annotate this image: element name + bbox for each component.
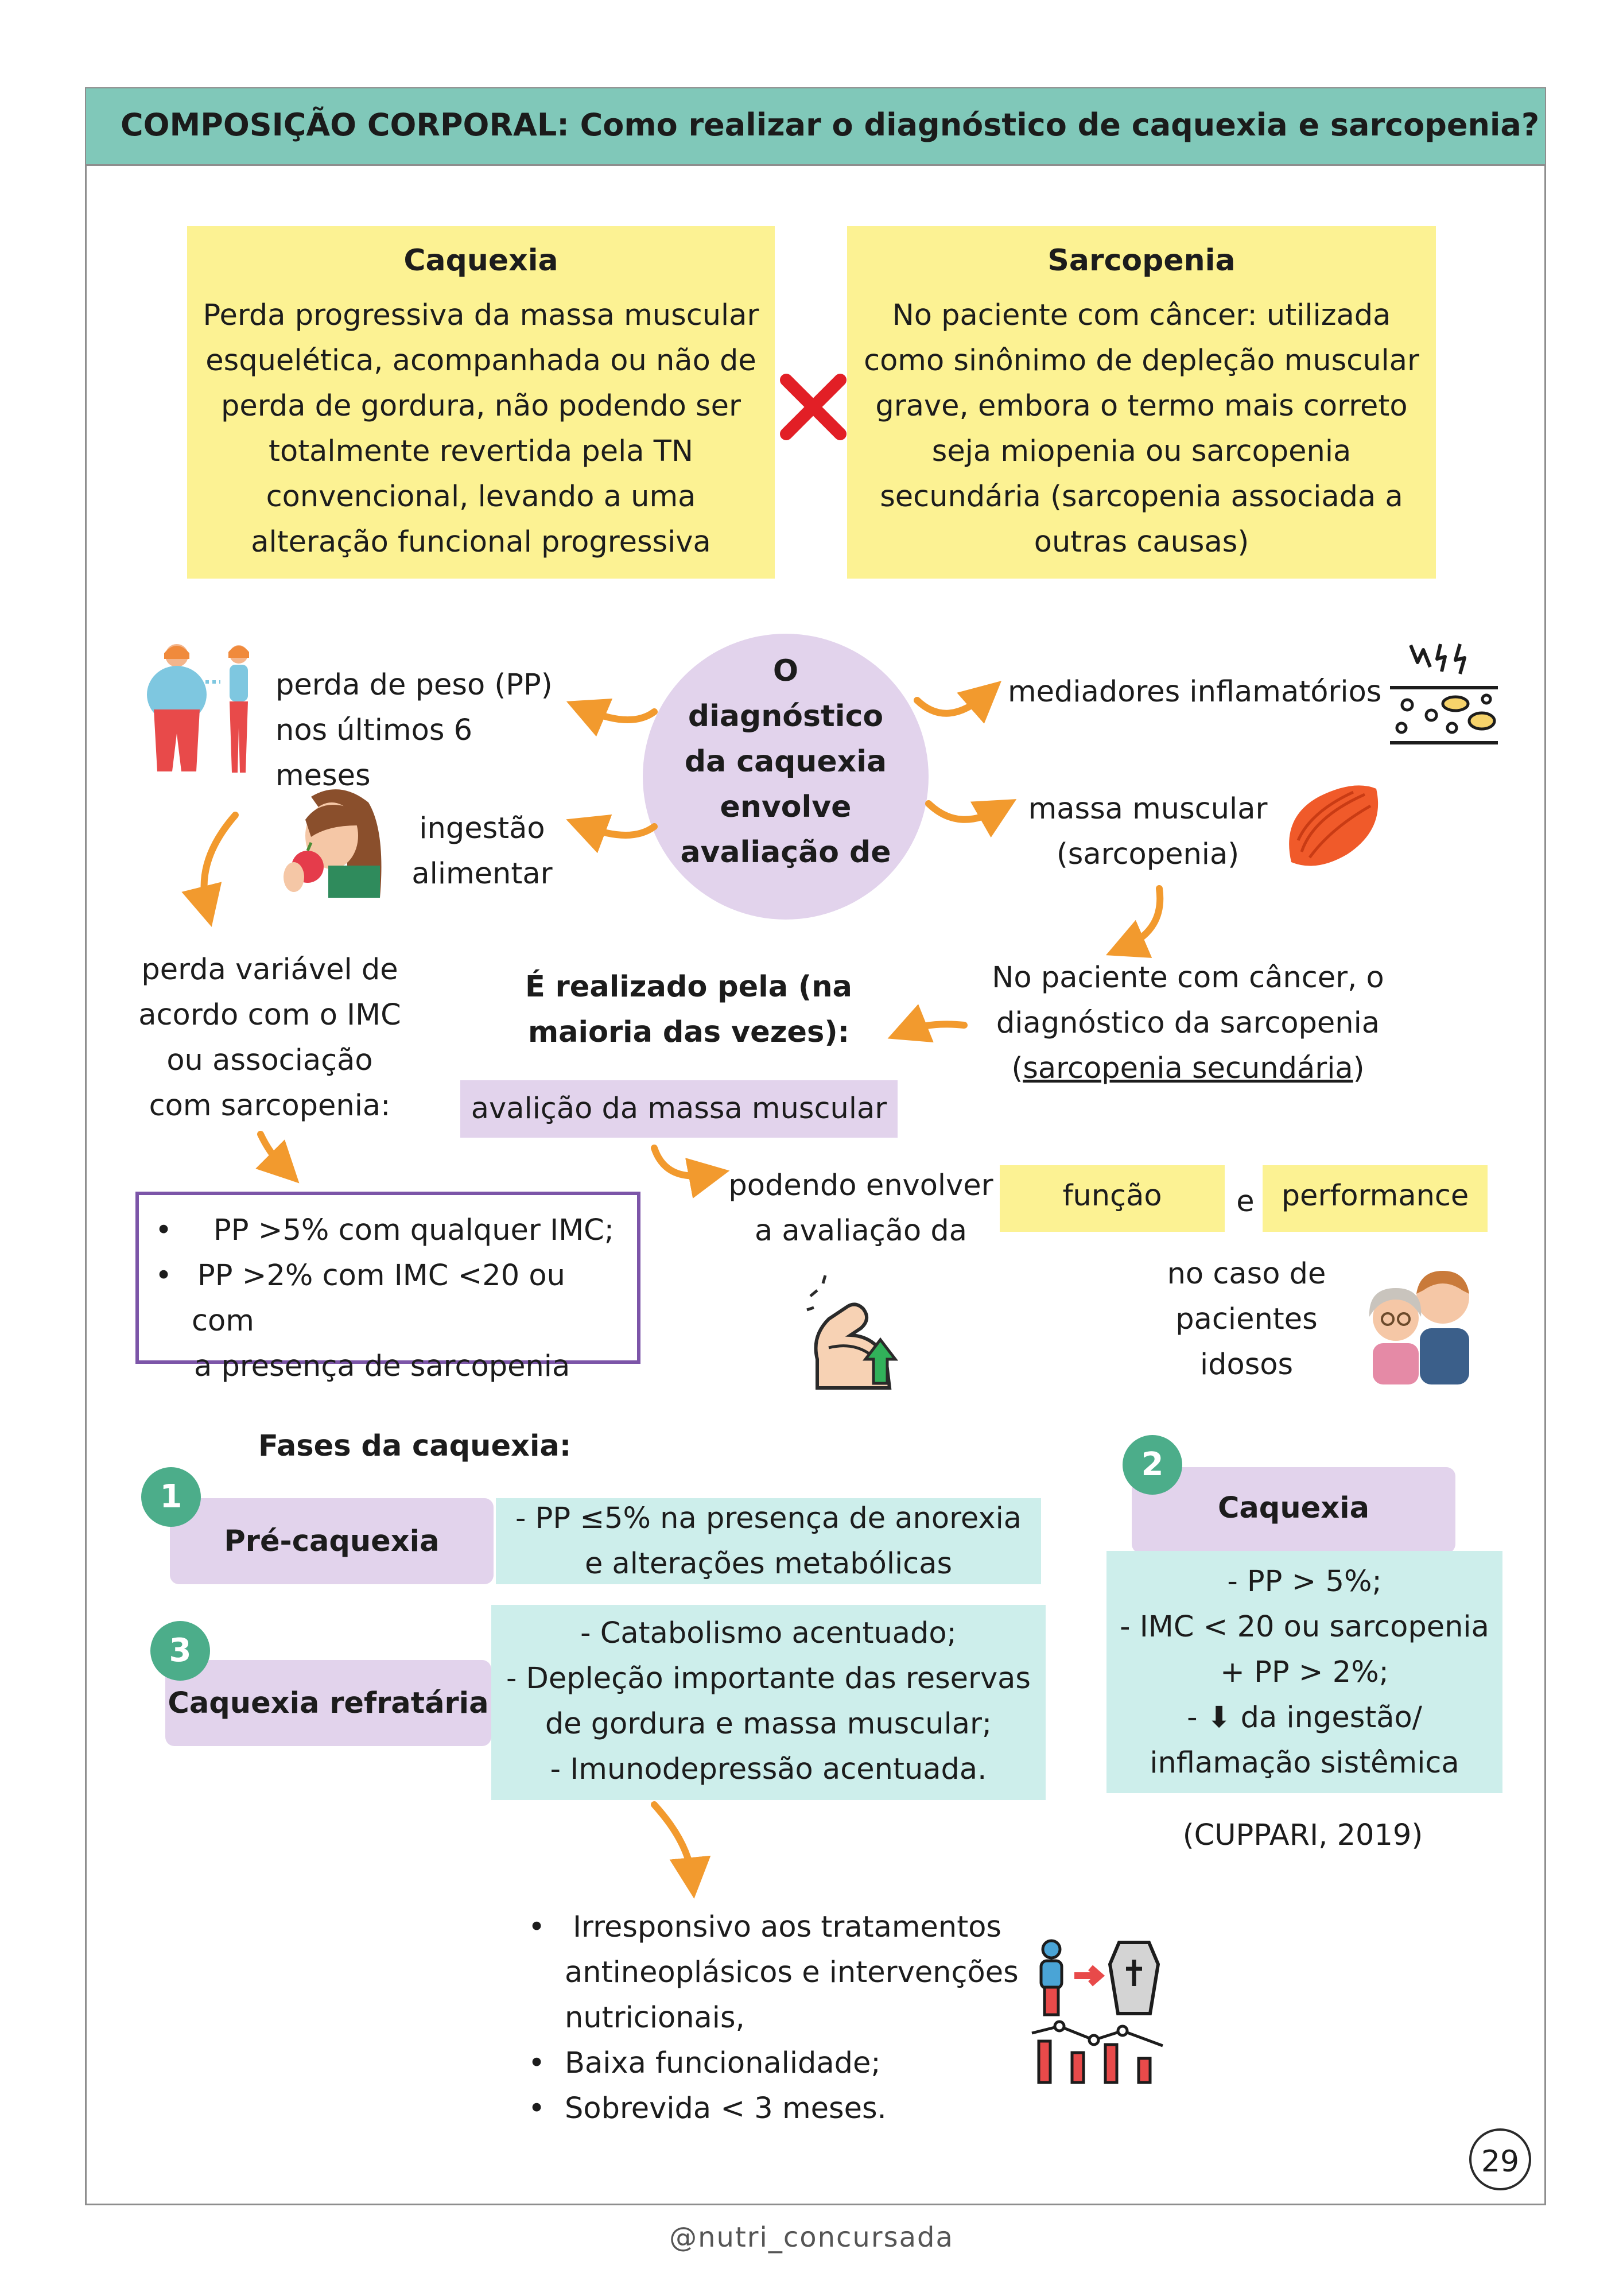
- girl-eating-apple-icon: [284, 789, 382, 898]
- phases-title: Fases da caquexia:: [258, 1429, 572, 1463]
- arrow-variable-to-criteria: [255, 1131, 300, 1184]
- refractory-bullet-list: •Irresponsivo aos tratamentos antineoplá…: [517, 1905, 1033, 2131]
- refractory-cachexia-details-box: [491, 1605, 1046, 1800]
- criteria-list: •PP >5% com qualquer IMC; •PP >2% com IM…: [143, 1208, 637, 1389]
- food-intake-text: ingestão alimentar: [411, 812, 553, 891]
- cachexia-details-box: [1106, 1551, 1502, 1793]
- reference-citation: (CUPPARI, 2019): [1182, 1818, 1423, 1852]
- sarcopenia-definition-box: [847, 226, 1436, 579]
- muscle-mass-text: massa muscular (sarcopenia): [1028, 792, 1268, 871]
- refractory-cachexia-details: - Catabolismo acentuado; - Depleção impo…: [506, 1616, 1031, 1786]
- declining-chart-icon: [1031, 2020, 1163, 2084]
- x-mark-icon: [780, 374, 847, 440]
- weight-loss-text: perda de peso (PP) nos últimos 6 meses: [275, 668, 553, 793]
- caquexia-definition-box: [187, 226, 775, 579]
- performance-text: performance: [1281, 1179, 1469, 1213]
- function-text: função: [1062, 1179, 1162, 1213]
- muscle-evaluation-box: [460, 1080, 898, 1138]
- arrow-refractory-to-bullets: [651, 1801, 711, 1899]
- person-to-coffin-icon: [1039, 1939, 1160, 2016]
- diagnosis-circle-text: O diagnóstico da caquexia envolve avalia…: [680, 654, 891, 870]
- list-item: •Irresponsivo aos tratamentos: [528, 1910, 1001, 1944]
- list-item: •Baixa funcionalidade;: [528, 2046, 881, 2080]
- phase-3-badge: 3: [150, 1621, 210, 1681]
- cancer-sarcopenia-text: No paciente com câncer, o diagnóstico da…: [992, 961, 1384, 1085]
- header-bar: [86, 88, 1545, 166]
- criteria-item: •PP >5% com qualquer IMC;: [155, 1213, 614, 1247]
- footer-handle: @nutri_concursada: [669, 2221, 954, 2254]
- criteria-box: [135, 1192, 640, 1364]
- arrow-to-muscle-mass: [925, 799, 1017, 838]
- and-text: e: [1236, 1185, 1255, 1219]
- caquexia-text: Perda progressiva da massa muscular esqu…: [203, 298, 759, 559]
- refractory-cachexia-label-box: [165, 1660, 491, 1746]
- function-box: [1000, 1165, 1225, 1232]
- phase-1-badge: 1: [141, 1467, 201, 1527]
- muscle-evaluation-text: avalição da massa muscular: [471, 1092, 887, 1126]
- realizado-heading: É realizado pela (na maioria das vezes):: [525, 970, 852, 1049]
- pre-cachexia-details: - PP ≤5% na presença de anorexia e alter…: [515, 1502, 1022, 1581]
- list-item: •Sobrevida < 3 meses.: [528, 2092, 887, 2126]
- page-number: 29: [1469, 2128, 1531, 2190]
- variable-loss-text: perda variável de acordo com o IMC ou as…: [138, 953, 401, 1123]
- arrow-evaluation-to-podendo: [651, 1145, 730, 1199]
- strong-arm-icon: [806, 1275, 899, 1390]
- page-title: COMPOSIÇÃO CORPORAL: Como realizar o dia…: [121, 107, 1540, 143]
- sarcopenia-title: Sarcopenia: [1047, 243, 1236, 278]
- phase-2-badge: 2: [1123, 1435, 1182, 1495]
- podendo-envolver-text: podendo envolver a avaliação da: [728, 1169, 993, 1248]
- arrow-to-inflammatory: [914, 681, 1002, 724]
- arrow-muscle-to-cancer: [1105, 885, 1164, 958]
- arrow-weight-to-variable: [181, 812, 239, 927]
- performance-box: [1263, 1165, 1488, 1232]
- criteria-item: •PP >2% com IMC <20 ou com: [155, 1259, 565, 1338]
- pre-cachexia-label-box: [170, 1498, 494, 1584]
- arrow-cancer-to-realizado: [887, 1004, 968, 1043]
- arrow-to-food-intake: [566, 814, 658, 854]
- cachexia-details: - PP > 5%; - IMC < 20 ou sarcopenia + PP…: [1120, 1565, 1489, 1780]
- elderly-text: no caso de pacientes idosos: [1167, 1257, 1326, 1382]
- inflammation-icon: [1390, 643, 1498, 744]
- page-frame: [85, 87, 1546, 2205]
- cachexia-label-box: [1132, 1467, 1455, 1553]
- weight-loss-figures-icon: [147, 644, 249, 773]
- pre-cachexia-details-box: [496, 1498, 1041, 1584]
- pre-cachexia-label: Pré-caquexia: [224, 1525, 440, 1558]
- cachexia-label: Caquexia: [1217, 1491, 1370, 1525]
- arrow-to-weight-loss: [566, 698, 658, 737]
- sarcopenia-text: No paciente com câncer: utilizada como s…: [864, 298, 1419, 559]
- elderly-couple-icon: [1369, 1271, 1469, 1384]
- inflammatory-mediators-text: mediadores inflamatórios: [1008, 675, 1382, 709]
- muscle-icon: [1289, 785, 1379, 866]
- caquexia-title: Caquexia: [403, 243, 558, 278]
- refractory-cachexia-label: Caquexia refratária: [168, 1686, 489, 1720]
- diagnosis-circle: [643, 634, 929, 920]
